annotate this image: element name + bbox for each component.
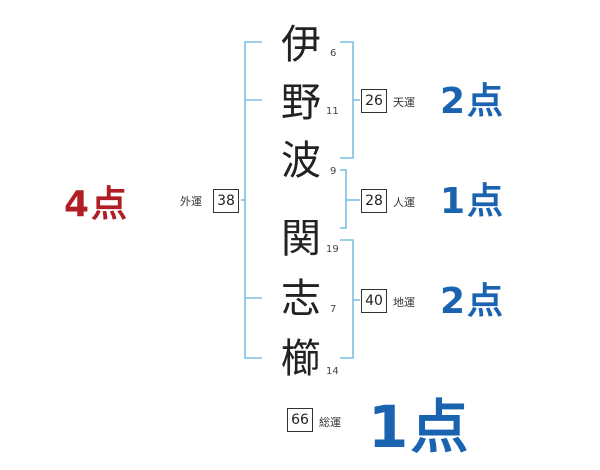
name-char-5-strokes: 7: [330, 304, 337, 315]
name-char-2: 野: [281, 80, 321, 126]
outer-fortune-score: 4点: [64, 184, 130, 225]
name-char-2-strokes: 11: [326, 106, 339, 117]
earth-fortune-label: 地運: [393, 296, 415, 309]
name-char-5: 志: [281, 276, 321, 322]
person-fortune-label: 人運: [393, 196, 415, 209]
total-fortune-label: 総運: [319, 416, 341, 429]
outer-fortune-value: 38: [213, 189, 239, 213]
earth-fortune-value: 40: [361, 289, 387, 313]
name-char-3: 波: [281, 138, 321, 184]
person-bracket: [340, 169, 347, 229]
person-fortune-value: 28: [361, 189, 387, 213]
total-fortune-value: 66: [287, 408, 313, 432]
name-char-1-strokes: 6: [330, 48, 337, 59]
earth-fortune-score: 2点: [440, 281, 506, 322]
earth-bracket: [340, 239, 354, 359]
name-char-1: 伊: [281, 22, 321, 68]
person-fortune-score: 1点: [440, 181, 506, 222]
heaven-fortune-label: 天運: [393, 96, 415, 109]
name-char-6-strokes: 14: [326, 366, 339, 377]
name-char-4: 関: [281, 216, 321, 262]
name-char-3-strokes: 9: [330, 166, 337, 177]
name-char-6: 櫛: [281, 336, 321, 382]
total-fortune-score: 1点: [368, 393, 471, 461]
outer-fortune-label: 外運: [180, 195, 202, 208]
name-char-4-strokes: 19: [326, 244, 339, 255]
outer-bracket: [244, 41, 262, 359]
heaven-fortune-score: 2点: [440, 81, 506, 122]
heaven-fortune-value: 26: [361, 89, 387, 113]
heaven-bracket: [340, 41, 354, 159]
